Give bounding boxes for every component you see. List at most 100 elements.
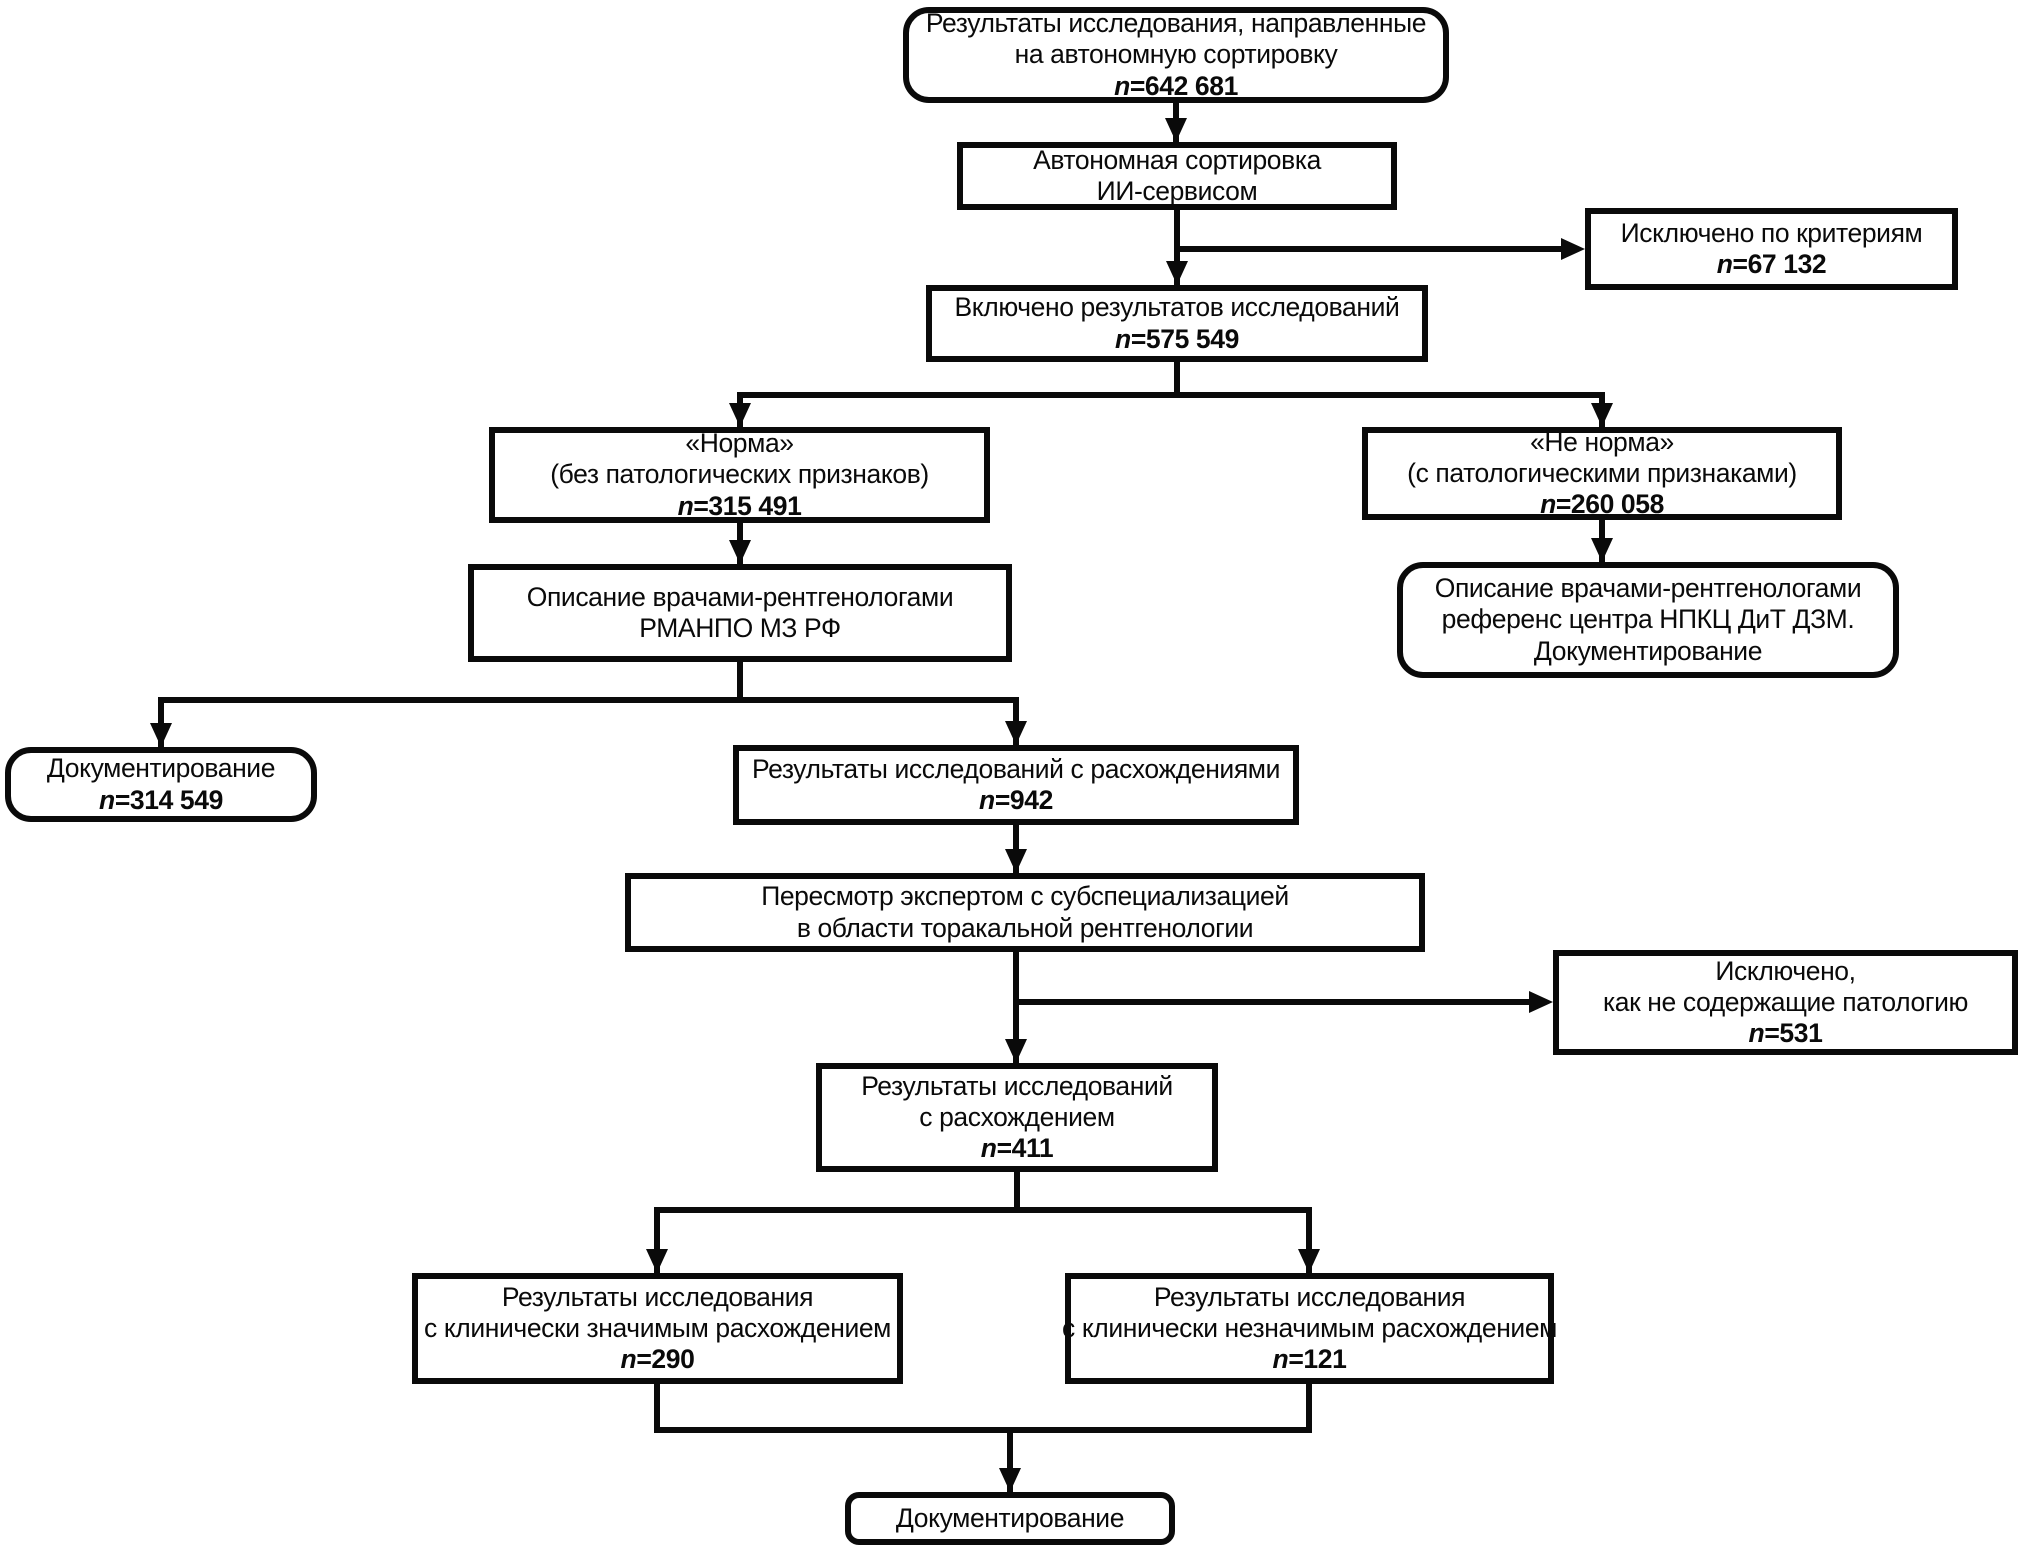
node-text-line: РМАНПО МЗ РФ <box>639 613 841 643</box>
connector-description-stem <box>737 662 743 703</box>
node-description-reference-center: Описание врачами-рентгенологами референс… <box>1397 562 1899 678</box>
node-text-line: Документирование <box>895 1502 1125 1533</box>
node-text: Автономная сортировка ИИ-сервисом <box>1033 145 1321 208</box>
connector-included-stem <box>1174 362 1180 398</box>
node-text-line: (без патологических признаков) <box>550 459 929 490</box>
node-text-line: Пересмотр экспертом с субспециализацией <box>761 881 1289 912</box>
node-text-line: (с патологическими признаками) <box>1407 457 1797 488</box>
node-count: n=67 132 <box>1716 249 1827 279</box>
node-text: «Не норма» (с патологическими признаками… <box>1407 427 1797 521</box>
node-count: n=260 058 <box>1540 489 1664 520</box>
node-text: «Норма» (без патологических признаков) n… <box>550 428 929 522</box>
node-text-line: Документирование <box>1533 635 1763 666</box>
node-count: n=121 <box>1272 1344 1347 1375</box>
node-text-line: «Не норма» <box>1530 426 1674 457</box>
arrowhead-down <box>999 1468 1021 1492</box>
connector-merge-final-doc <box>1007 1427 1013 1492</box>
connector-290-merge <box>654 1384 660 1433</box>
node-text: Документирование n=314 549 <box>47 753 276 816</box>
arrowhead-right <box>1561 238 1585 260</box>
node-text: Описание врачами-рентгенологами РМАНПО М… <box>526 581 954 645</box>
connector-branch-excluded-criteria <box>1174 246 1565 252</box>
node-count: n=531 <box>1748 1018 1823 1049</box>
node-text-line: Описание врачами-рентгенологами <box>526 581 954 612</box>
node-text: Документирование <box>895 1502 1125 1534</box>
node-text-line: Результаты исследования, направленные <box>925 8 1427 39</box>
connector-to-doc-314549 <box>158 697 164 747</box>
node-count: n=411 <box>980 1133 1054 1164</box>
connector-split-norm-notnorm <box>737 392 1605 398</box>
connector-branch-excluded-531 <box>1016 999 1533 1005</box>
node-text-line: с расхождением <box>919 1101 1115 1132</box>
node-count: n=314 549 <box>99 784 223 815</box>
arrowhead-down <box>1165 118 1187 142</box>
node-results-with-discrepancy-411: Результаты исследований с расхождением n… <box>816 1063 1218 1172</box>
arrowhead-down <box>1005 849 1027 873</box>
arrowhead-down <box>729 403 751 427</box>
node-text: Результаты исследования с клинически нез… <box>1062 1282 1557 1376</box>
node-autonomous-sorting: Автономная сортировка ИИ-сервисом <box>957 142 1397 210</box>
node-count: n=315 491 <box>677 490 802 521</box>
arrowhead-down <box>150 723 172 747</box>
node-documentation-314549: Документирование n=314 549 <box>5 747 317 822</box>
node-text-line: ИИ-сервисом <box>1096 176 1258 206</box>
node-text-line: Описание врачами-рентгенологами <box>1434 573 1862 604</box>
arrowhead-down <box>1298 1249 1320 1273</box>
node-documentation-final: Документирование <box>845 1492 1175 1545</box>
node-text: Включено результатов исследований n=575 … <box>955 292 1400 355</box>
node-text-line: Исключено, <box>1715 955 1856 986</box>
node-text-line: Результаты исследования <box>1153 1281 1466 1312</box>
node-text-line: «Норма» <box>685 428 794 459</box>
connector-to-290 <box>654 1207 660 1273</box>
node-count: n=942 <box>979 785 1053 815</box>
node-text-line: Результаты исследований с расхождениями <box>751 753 1281 784</box>
node-text-line: на автономную сортировку <box>1014 39 1338 70</box>
node-text-line: с клинически незначимым расхождением <box>1062 1312 1557 1343</box>
node-text: Результаты исследования с клинически зна… <box>424 1282 891 1376</box>
connector-to-121 <box>1306 1207 1312 1273</box>
node-clinically-significant-290: Результаты исследования с клинически зна… <box>412 1273 903 1384</box>
connector-411-stem <box>1014 1172 1020 1213</box>
node-excluded-no-pathology: Исключено, как не содержащие патологию n… <box>1553 950 2018 1055</box>
connector-121-merge <box>1306 1384 1312 1433</box>
connector-split-doc-discrepancies <box>158 697 1019 703</box>
node-count: n=642 681 <box>1114 70 1238 101</box>
node-text: Пересмотр экспертом с субспециализацией … <box>761 881 1289 944</box>
node-text-line: референс центра НПКЦ ДиТ ДЗМ. <box>1441 604 1855 635</box>
node-expert-review: Пересмотр экспертом с субспециализацией … <box>625 873 1425 952</box>
arrowhead-down <box>1005 721 1027 745</box>
arrowhead-right <box>1529 991 1553 1013</box>
node-text: Результаты исследования, направленные на… <box>925 8 1427 102</box>
node-text-line: с клинически значимым расхождением <box>424 1312 891 1343</box>
connector-merge-line <box>654 1427 1312 1433</box>
arrowhead-down <box>1591 403 1613 427</box>
arrowhead-down <box>729 540 751 564</box>
node-clinically-insignificant-121: Результаты исследования с клинически нез… <box>1062 1273 1557 1384</box>
node-count: n=290 <box>620 1344 695 1375</box>
node-count: n=575 549 <box>1115 323 1239 354</box>
node-text: Исключено по критериям n=67 132 <box>1621 218 1923 281</box>
connector-split-290-121 <box>654 1207 1312 1213</box>
arrowhead-down <box>646 1249 668 1273</box>
arrowhead-down <box>1591 538 1613 562</box>
node-text-line: Исключено по критериям <box>1620 217 1923 248</box>
node-text-line: Включено результатов исследований <box>954 292 1400 323</box>
arrowhead-down <box>1005 1039 1027 1063</box>
node-not-norm: «Не норма» (с патологическими признаками… <box>1362 427 1842 520</box>
node-text-line: в области торакальной рентгенологии <box>796 912 1254 943</box>
node-included-results: Включено результатов исследований n=575 … <box>926 285 1428 362</box>
node-text: Результаты исследований с расхождением n… <box>861 1071 1173 1165</box>
node-norm: «Норма» (без патологических признаков) n… <box>489 427 990 523</box>
node-text-line: Автономная сортировка <box>1033 144 1321 175</box>
node-text-line: как не содержащие патологию <box>1603 986 1968 1017</box>
node-excluded-by-criteria: Исключено по критериям n=67 132 <box>1585 208 1958 290</box>
node-text-line: Результаты исследования <box>501 1281 814 1312</box>
node-description-rmanpo: Описание врачами-рентгенологами РМАНПО М… <box>468 564 1012 662</box>
node-text: Результаты исследований с расхождениями … <box>752 754 1280 817</box>
arrowhead-down <box>1166 261 1188 285</box>
connector-review-411 <box>1013 952 1019 1063</box>
node-text-line: Результаты исследований <box>861 1070 1173 1101</box>
node-text: Описание врачами-рентгенологами референс… <box>1434 573 1862 667</box>
node-results-with-discrepancies-942: Результаты исследований с расхождениями … <box>733 745 1299 825</box>
node-start: Результаты исследования, направленные на… <box>903 7 1449 103</box>
